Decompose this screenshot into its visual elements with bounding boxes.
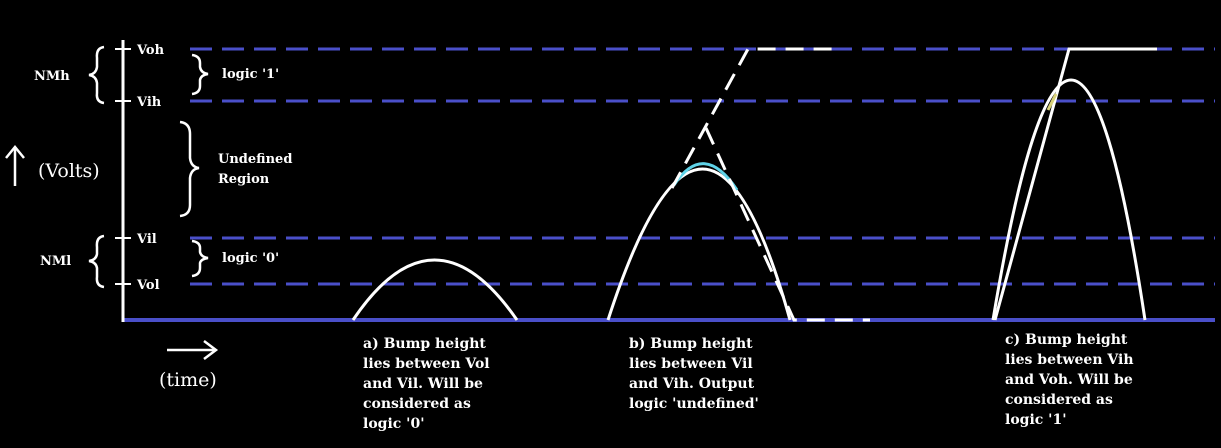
caption-c-line: and Voh. Will be [1005,372,1133,388]
caption-c-line: c) Bump height [1005,332,1128,348]
caption-a: a) Bump height lies between Vol and Vil.… [363,336,490,432]
logic-one-region-label: logic '1' [222,67,279,82]
nmh-label: NMh [34,69,70,84]
bump-c-square-pulse [993,47,1157,321]
bump-c-highlight [1046,93,1058,111]
nml-label: NMl [40,254,71,269]
logic-zero-brace [191,239,209,278]
bump-a-curve [351,258,519,321]
axis-ticks [115,48,131,285]
caption-a-line: lies between Vol [363,356,490,372]
undefined-region-label-line2: Region [218,172,270,187]
caption-b: b) Bump height lies between Vil and Vih.… [629,336,759,412]
y-axis-label: (Volts) [38,160,100,182]
caption-b-line: b) Bump height [629,336,753,352]
up-arrow-icon [5,145,25,186]
caption-b-line: lies between Vil [629,356,753,372]
undefined-brace [179,120,200,218]
right-arrow-icon [167,340,219,360]
voh-label: Voh [136,43,165,58]
caption-c-line: logic '1' [1005,412,1066,428]
nmh-brace [88,45,105,105]
bump-b-dashed-transition [670,47,870,322]
caption-a-line: considered as [363,396,471,412]
logic-one-brace [191,53,209,96]
vil-label: Vil [136,232,157,247]
caption-c: c) Bump height lies between Vih and Voh.… [1005,332,1134,428]
vih-label: Vih [136,95,162,110]
logic-zero-region-label: logic '0' [222,251,279,266]
nml-brace [88,234,105,289]
bump-c-curve [991,78,1147,321]
caption-a-line: logic '0' [363,416,424,432]
undefined-region-label-line1: Undefined [218,152,292,167]
caption-a-line: and Vil. Will be [363,376,483,392]
caption-b-line: logic 'undefined' [629,396,759,412]
caption-a-line: a) Bump height [363,336,486,352]
x-axis-label: (time) [159,369,217,391]
level-lines [190,47,1215,286]
caption-c-line: lies between Vih [1005,352,1134,368]
caption-c-line: considered as [1005,392,1113,408]
caption-b-line: and Vih. Output [629,376,755,392]
vol-label: Vol [136,278,160,293]
bump-b-curve [606,167,792,321]
